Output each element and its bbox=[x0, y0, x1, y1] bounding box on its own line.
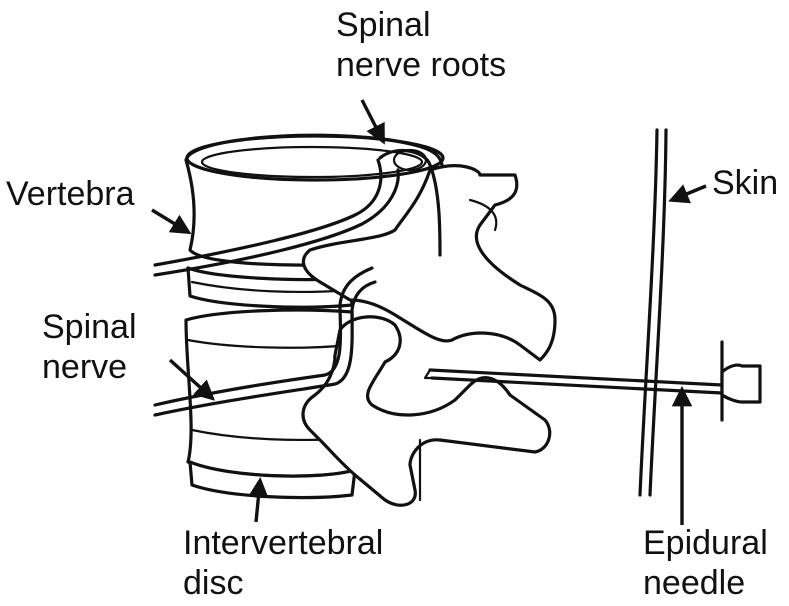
label-epidural-needle: Epidural needle bbox=[643, 523, 768, 603]
arrow-spinal-nerve-roots bbox=[362, 100, 383, 141]
label-epidural-needle-line2: needle bbox=[643, 563, 768, 603]
arrow-vertebra bbox=[152, 210, 188, 232]
label-spinal-nerve-line2: nerve bbox=[42, 347, 137, 387]
label-epidural-needle-line1: Epidural bbox=[643, 523, 768, 563]
label-skin: Skin bbox=[712, 163, 778, 203]
label-spinal-nerve-roots-line2: nerve roots bbox=[336, 45, 506, 85]
label-spinal-nerve-roots-line1: Spinal bbox=[336, 5, 506, 45]
label-skin-text: Skin bbox=[712, 163, 778, 203]
skin-layer bbox=[640, 130, 666, 495]
label-spinal-nerve-line1: Spinal bbox=[42, 307, 137, 347]
label-intervertebral-disc-line2: disc bbox=[183, 563, 383, 603]
label-intervertebral-disc-line1: Intervertebral bbox=[183, 523, 383, 563]
label-vertebra-text: Vertebra bbox=[6, 174, 135, 214]
label-vertebra: Vertebra bbox=[6, 174, 135, 214]
label-spinal-nerve-roots: Spinal nerve roots bbox=[336, 5, 506, 85]
label-intervertebral-disc: Intervertebral disc bbox=[183, 523, 383, 603]
arrow-skin bbox=[672, 186, 706, 200]
label-spinal-nerve: Spinal nerve bbox=[42, 307, 137, 387]
